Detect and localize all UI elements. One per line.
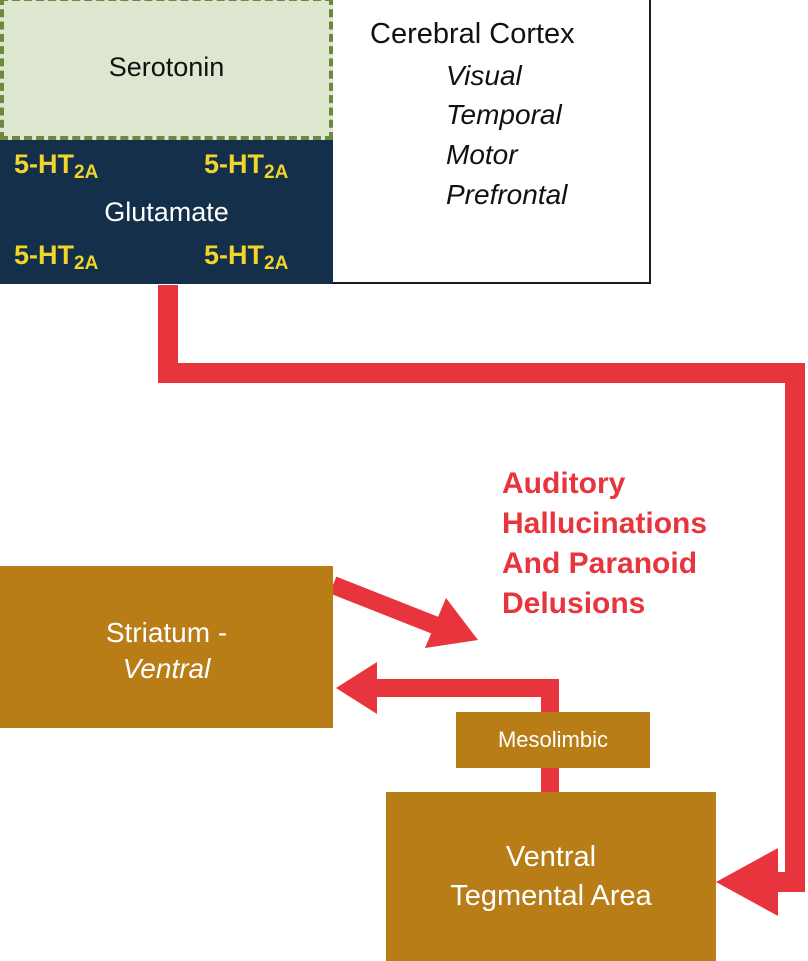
cortex-title: Cerebral Cortex (370, 18, 575, 50)
striatum-label-line1: Striatum - (105, 617, 228, 648)
striatum-label-line2: Ventral (122, 653, 211, 684)
cortex-region-visual: Visual (446, 60, 522, 91)
mesolimbic-label: Mesolimbic (497, 727, 609, 752)
serotonin-label: Serotonin (108, 52, 225, 82)
glutamate-box (0, 140, 333, 284)
cortex-to-vta-arrowhead (716, 848, 778, 916)
mesolimbic-box (456, 712, 650, 768)
cortex-region-prefrontal: Prefrontal (446, 179, 568, 210)
effect-line-and-paranoid: And Paranoid (502, 547, 698, 580)
effect-line-auditory: Auditory (502, 467, 626, 500)
striatum-to-effect-arrowhead (425, 598, 478, 648)
glutamate-label: Glutamate (104, 197, 229, 227)
receptor-label: 5-HT2A (204, 149, 289, 183)
effect-line-delusions: Delusions (502, 587, 646, 620)
ventral-tegmental-area-box (386, 792, 716, 961)
vta-label: Ventral Tegmental Area (386, 838, 716, 916)
effect-line-hallucinations: Hallucinations (502, 507, 708, 540)
cortex-region-motor: Motor (446, 139, 518, 170)
striatum-label: Striatum - Ventral (0, 615, 333, 687)
serotonin-box (0, 0, 333, 140)
mesolimbic-arrowhead (336, 662, 377, 714)
striatum-ventral-box (0, 566, 333, 728)
receptor-label: 5-HT2A (14, 240, 99, 274)
vta-label-line1: Ventral (505, 841, 597, 873)
receptor-label: 5-HT2A (14, 149, 99, 183)
receptor-label: 5-HT2A (204, 240, 289, 274)
vta-label-line2: Tegmental Area (450, 880, 652, 912)
striatum-to-effect-arrow-line (329, 576, 446, 637)
cortex-region-temporal: Temporal (446, 99, 562, 130)
